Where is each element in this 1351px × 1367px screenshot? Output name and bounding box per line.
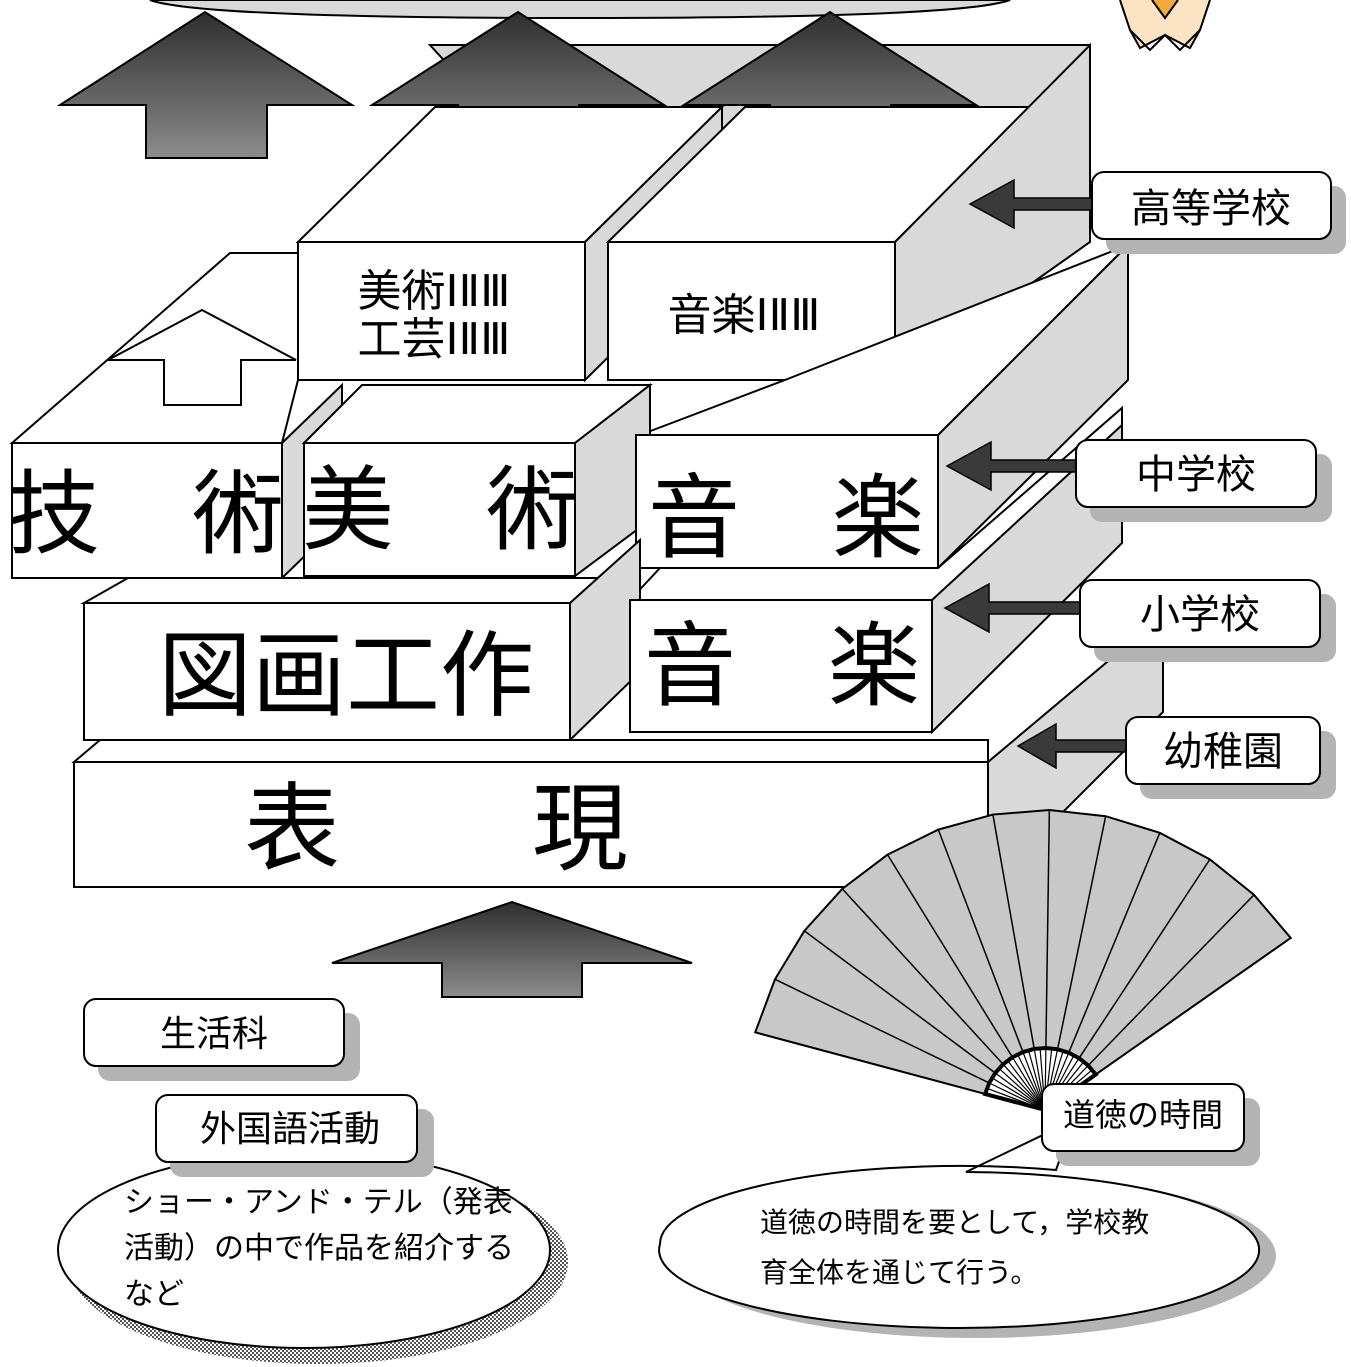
zuga-label: 図画工作	[158, 622, 534, 731]
level-yochien-label: 幼稚園	[1163, 729, 1283, 775]
level-koko-label: 高等学校	[1131, 186, 1291, 232]
bijutsu-koko-label: 美術ⅠⅡⅢ	[358, 266, 511, 317]
top-callout-band	[149, 0, 1011, 20]
ongaku-koko-label: 音楽ⅠⅡⅢ	[668, 290, 821, 341]
show-and-tell-line-1: ショー・アンド・テル（発表	[124, 1185, 513, 1220]
level-koko-box: 高等学校	[1091, 171, 1346, 254]
dotoku-callout-line-1: 道徳の時間を要として，学校教	[760, 1206, 1149, 1239]
ongaku-sho-block	[629, 599, 933, 733]
seikatsu-box: 生活科	[83, 998, 360, 1081]
gaikokugo-label: 外国語活動	[200, 1109, 380, 1150]
show-and-tell-line-2: 活動）の中で作品を紹介する	[124, 1231, 514, 1266]
ongaku-sho-label: 音 楽	[644, 613, 920, 720]
level-chu-box: 中学校	[1075, 439, 1332, 522]
level-sho-box: 小学校	[1079, 579, 1336, 662]
up-arrow-icon	[56, 10, 356, 159]
person-illustration-icon	[1119, 0, 1211, 52]
show-and-tell-callout: ショー・アンド・テル（発表 活動）の中で作品を紹介する など	[57, 1151, 568, 1364]
up-arrow-icon	[331, 900, 693, 998]
dotoku-label: 道徳の時間	[1063, 1096, 1223, 1134]
seikatsu-label: 生活科	[160, 1014, 268, 1055]
kogei-koko-label: 工芸ⅠⅡⅢ	[358, 314, 511, 365]
show-and-tell-line-3: など	[124, 1277, 184, 1312]
zuga-block	[80, 537, 641, 743]
level-sho-label: 小学校	[1140, 592, 1260, 638]
gaikokugo-box: 外国語活動	[155, 1094, 434, 1177]
ongaku-chu-block	[635, 434, 939, 569]
bijutsu-block	[301, 382, 653, 578]
hyogen-label: 表 現	[244, 773, 628, 885]
folding-fan-icon	[753, 809, 1293, 1113]
level-yochien-box: 幼稚園	[1125, 716, 1336, 799]
dotoku-callout: 道徳の時間を要として，学校教 育全体を通じて行う。	[658, 1118, 1276, 1338]
bijutsu-label: 美 術	[302, 457, 578, 564]
up-arrow-icon	[107, 308, 297, 406]
level-chu-label: 中学校	[1136, 452, 1256, 498]
gijutsu-label: 技 術	[8, 461, 284, 568]
dotoku-callout-line-2: 育全体を通じて行う。	[760, 1256, 1038, 1289]
dotoku-box: 道徳の時間	[1041, 1083, 1260, 1166]
ongaku-chu-label: 音 楽	[648, 465, 924, 572]
